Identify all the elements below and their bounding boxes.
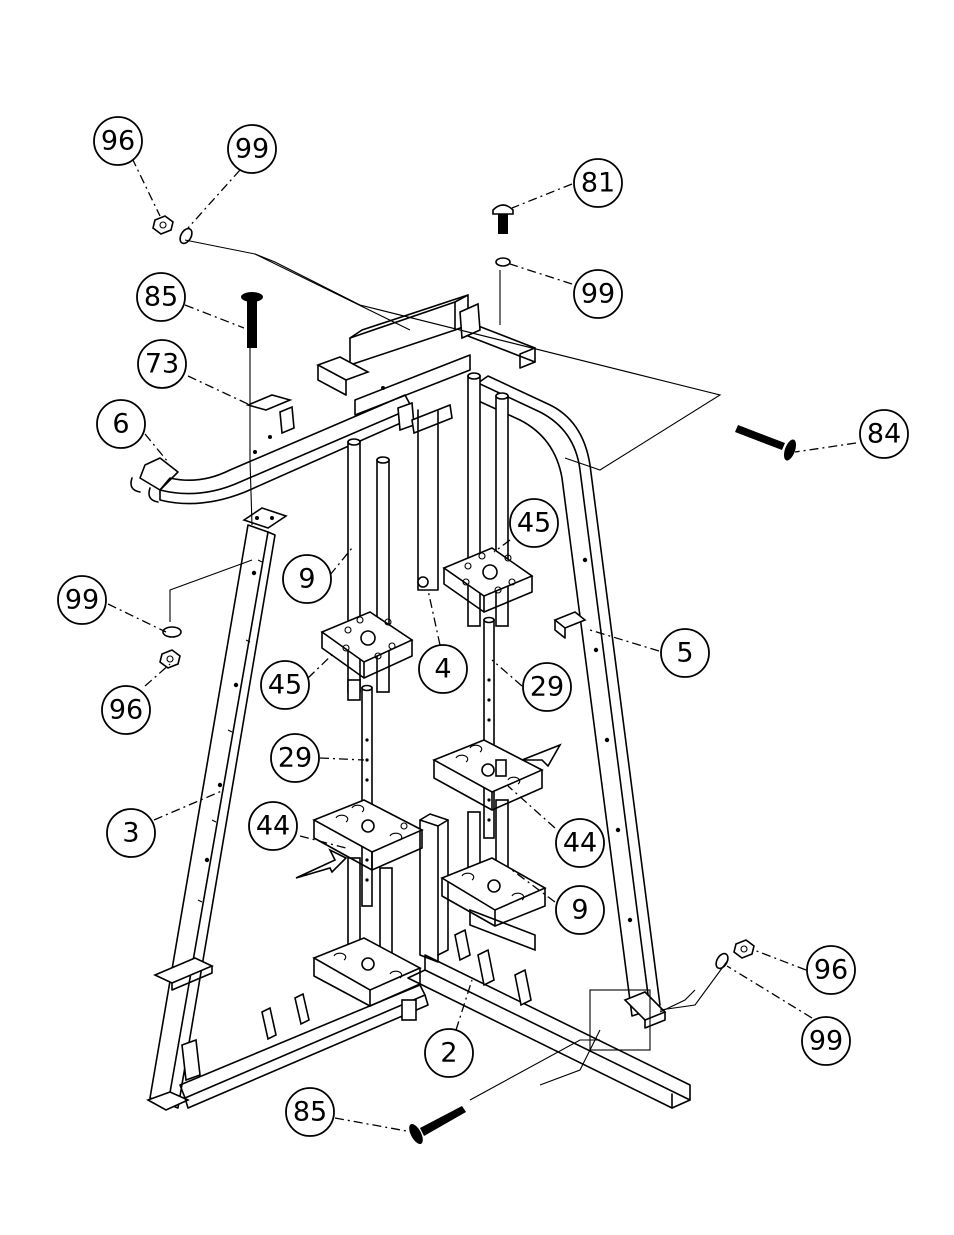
selector-rod-29-right	[483, 616, 495, 839]
callout-99-top-left: 99	[227, 124, 277, 174]
callout-label: 9	[571, 895, 588, 926]
callout-9-right: 9	[555, 885, 605, 935]
top-plate-45-right	[442, 547, 534, 613]
callout-85-bottom: 85	[285, 1087, 335, 1137]
callout-6: 6	[96, 399, 146, 449]
callout-29-right: 29	[522, 662, 572, 712]
callout-5: 5	[660, 628, 710, 678]
callout-label: 84	[867, 419, 901, 450]
callout-44-left: 44	[248, 801, 298, 851]
base-tube	[179, 984, 429, 1109]
callout-96-top: 96	[93, 116, 143, 166]
callout-label: 44	[256, 811, 290, 842]
weight-plate-bottom-left	[312, 937, 422, 1021]
callout-9-left: 9	[282, 554, 332, 604]
upright-tube-5	[471, 375, 667, 1029]
washer-99-top-right	[495, 257, 511, 267]
callout-99-left: 99	[57, 575, 107, 625]
callout-label: 99	[809, 1026, 843, 1057]
callout-45-left: 45	[260, 660, 310, 710]
callout-label: 81	[581, 168, 615, 199]
callout-label: 96	[814, 955, 848, 986]
callout-44-right: 44	[555, 818, 605, 868]
callout-label: 45	[517, 508, 551, 539]
bolt-84	[735, 425, 797, 461]
callout-label: 45	[268, 670, 302, 701]
center-post-4	[417, 409, 439, 591]
callout-label: 85	[293, 1097, 327, 1128]
callout-96-right: 96	[806, 945, 856, 995]
callout-99-right: 99	[801, 1016, 851, 1066]
washer-99-top-left	[179, 227, 193, 245]
callout-96-left: 96	[101, 685, 151, 735]
callout-label: 6	[112, 409, 129, 440]
nut-96-right	[733, 939, 755, 959]
callout-label: 29	[278, 743, 312, 774]
bolt-85-top	[241, 292, 263, 348]
base-frame-2	[407, 813, 691, 1109]
callout-label: 29	[530, 672, 564, 703]
callout-label: 96	[109, 695, 143, 726]
weight-plate-44-right	[432, 739, 562, 811]
callout-label: 2	[440, 1038, 457, 1069]
callout-84: 84	[859, 409, 909, 459]
callout-73: 73	[137, 339, 187, 389]
callout-label: 44	[563, 828, 597, 859]
bolt-81	[492, 204, 514, 234]
callout-45-right: 45	[509, 498, 559, 548]
callout-label: 96	[101, 126, 135, 157]
selector-rod-29-left	[361, 684, 373, 907]
callout-2: 2	[424, 1028, 474, 1078]
callout-99-top-right: 99	[573, 269, 623, 319]
callout-85-top: 85	[136, 272, 186, 322]
assembly-lines	[169, 239, 729, 1101]
callout-label: 9	[298, 564, 315, 595]
washer-99-left	[162, 626, 182, 638]
callout-label: 99	[581, 279, 615, 310]
bolt-85-bottom	[409, 1106, 466, 1144]
callout-label: 99	[65, 585, 99, 616]
nut-96-left	[159, 649, 181, 669]
weight-plate-bottom-right	[440, 857, 547, 927]
callout-3: 3	[106, 808, 156, 858]
nut-96-top	[152, 215, 174, 235]
top-frame-6	[130, 294, 536, 505]
callout-label: 4	[434, 654, 451, 685]
callout-label: 85	[144, 282, 178, 313]
callout-label: 99	[235, 134, 269, 165]
callout-4: 4	[418, 644, 468, 694]
callout-label: 5	[676, 638, 693, 669]
callout-label: 73	[145, 349, 179, 380]
callout-81: 81	[573, 158, 623, 208]
leader-lines	[107, 157, 857, 1133]
callout-29-left: 29	[270, 733, 320, 783]
callout-label: 3	[122, 818, 139, 849]
upright-tube-3	[146, 507, 288, 1111]
top-plate-45-left	[320, 611, 414, 679]
weight-plate-44-left	[295, 799, 424, 879]
